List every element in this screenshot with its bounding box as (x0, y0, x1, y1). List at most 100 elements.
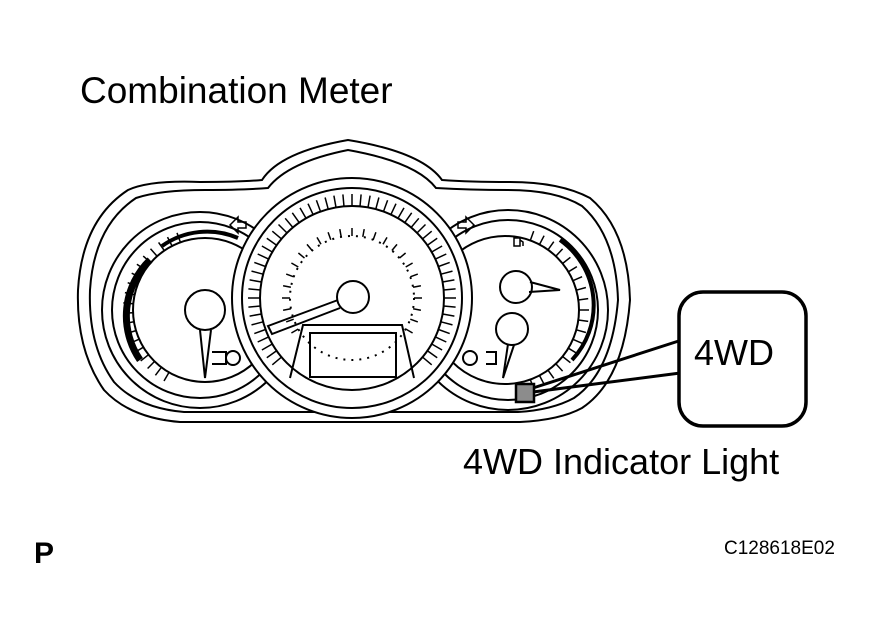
figure-code: C128618E02 (724, 538, 835, 559)
left-gauge-tick (131, 272, 142, 279)
speedometer-tick (442, 313, 455, 317)
speedometer-tick (342, 194, 345, 207)
left-gauge-tick (154, 366, 162, 376)
speedometer-tick (249, 313, 262, 317)
speedometer-tick (397, 207, 405, 219)
right-gauge-tick (555, 248, 564, 257)
speedometer-tick (438, 261, 450, 268)
speedometer-tick (254, 328, 266, 335)
speedometer-tick (422, 356, 433, 366)
left-gauge-tick (149, 248, 158, 257)
speedometer-inner-tick (282, 308, 292, 311)
page-letter: P (34, 537, 55, 570)
speedometer-tick (359, 194, 362, 207)
speedometer-tick (422, 230, 433, 240)
left-gauge-small-lamp (225, 350, 241, 366)
right-gauge-tick (547, 369, 555, 379)
speedometer-inner-tick (339, 228, 342, 238)
right-gauge-lower-hub (495, 312, 529, 346)
right-gauge-tick (555, 363, 564, 372)
right-gauge-lower-mark (486, 351, 497, 365)
center-gauge-display-screen (309, 332, 397, 378)
speedometer-tick (271, 230, 282, 240)
speedometer-inner-tick (362, 228, 365, 238)
center-gauge-needle (266, 299, 341, 336)
left-gauge-tick (124, 291, 135, 296)
left-gauge-tick (163, 372, 170, 382)
meter-housing-inner-outline (88, 148, 620, 413)
speedometer-tick (271, 356, 282, 366)
speedometer-tick (315, 200, 322, 212)
speedometer-inner-tick (410, 318, 419, 323)
speedometer-tick (266, 350, 278, 359)
right-gauge-tick (572, 338, 583, 344)
speedometer-tick (367, 195, 371, 208)
right-gauge-small-lamp (462, 350, 478, 366)
right-gauge-tick (538, 375, 545, 385)
left-gauge-tick (123, 302, 134, 305)
speedometer-tick (291, 212, 300, 224)
diagram-title: Combination Meter (80, 70, 393, 111)
speedometer-tick (248, 288, 261, 291)
callout-label: 4WD (694, 332, 774, 373)
speedometer-inner-tick (291, 262, 299, 268)
left-gauge-tick (126, 329, 137, 335)
right-gauge-tick (538, 235, 545, 245)
speedometer-tick (440, 270, 453, 275)
speedometer-tick (431, 245, 443, 253)
callout-bubble (677, 290, 808, 428)
center-gauge (231, 177, 473, 419)
right-gauge-tick (568, 265, 578, 273)
speedometer-tick (442, 279, 455, 283)
speedometer-tick (307, 203, 314, 215)
speedometer-tick (426, 350, 438, 359)
right-gauge-tick (547, 241, 555, 251)
speedometer-tick (249, 279, 262, 283)
left-gauge-tick (166, 236, 173, 247)
left-gauge-tick (123, 321, 135, 325)
speedometer-tick (251, 270, 264, 275)
speedometer-inner-tick (316, 237, 322, 245)
fuel-pump-icon (513, 237, 524, 247)
speedometer-tick (277, 223, 288, 234)
speedometer-tick (261, 343, 273, 351)
speedometer-tick (284, 217, 294, 228)
speedometer-tick (435, 253, 447, 260)
speedometer-tick (390, 203, 397, 215)
speedometer-inner-tick (412, 308, 422, 311)
4wd-indicator-lamp (514, 382, 536, 404)
indicator-caption: 4WD Indicator Light (463, 441, 780, 482)
speedometer-tick (443, 305, 456, 308)
speedometer-inner-tick (399, 252, 407, 259)
speedometer-tick (382, 200, 389, 212)
speedometer-inner-tick (391, 243, 398, 251)
center-gauge-bezel-inner (241, 187, 463, 409)
speedometer-tick (440, 321, 453, 326)
speedometer-inner-tick (382, 237, 388, 245)
speedometer-tick (251, 321, 264, 326)
speedometer-tick (333, 195, 337, 208)
right-gauge-tick (576, 329, 587, 334)
turn-left-arrow-icon (228, 215, 247, 235)
left-gauge-tick (142, 255, 152, 264)
speedometer-tick (248, 305, 261, 308)
left-gauge-tick (147, 360, 156, 370)
speedometer-tick (404, 212, 413, 224)
left-gauge-scale-arc (122, 257, 153, 362)
right-gauge-tick (578, 319, 589, 323)
center-gauge-bezel-outer (231, 177, 473, 419)
right-gauge-scale-arc (558, 238, 596, 362)
right-gauge-tick (568, 347, 578, 355)
right-gauge-lower-needle (502, 343, 515, 379)
speedometer-inner-tick (285, 318, 294, 323)
speedometer-inner-tick (410, 273, 419, 278)
left-gauge-tick (176, 232, 182, 243)
right-gauge-tick (562, 256, 571, 265)
right-gauge-tick (529, 230, 535, 241)
left-gauge-needle (199, 329, 212, 379)
speedometer-tick (431, 343, 443, 351)
right-gauge-upper-needle (528, 281, 561, 293)
speedometer-tick (254, 261, 266, 268)
speedometer-inner-tick (282, 285, 292, 288)
speedometer-inner-tick (405, 262, 413, 268)
